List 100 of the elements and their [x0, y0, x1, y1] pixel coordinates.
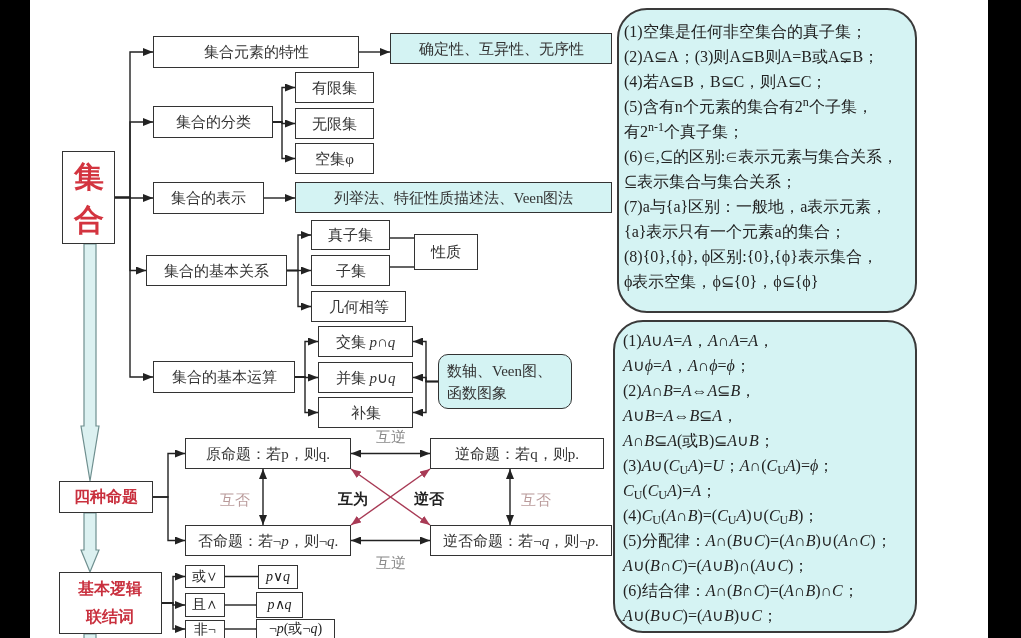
connector-line [224, 628, 257, 630]
note-line: (6)结合律：A∩(B∩C)=(A∩B)∩C； [623, 581, 859, 602]
box-label: 集合的表示 [171, 189, 246, 207]
box-label: 集合的基本关系 [164, 261, 269, 280]
box-label: 真子集 [328, 226, 373, 244]
note-line: (2)A∩B=A⇔A⊆B， [623, 381, 757, 402]
edge-label: 互否 [519, 491, 553, 509]
note-line: A∪ϕ=A，A∩ϕ=ϕ； [623, 356, 751, 377]
concept-box [153, 361, 295, 393]
double-arrow [350, 449, 431, 458]
connector-line [389, 237, 415, 239]
note-line: (6)∈,⊆的区别:∈表示元素与集合关系， [624, 147, 899, 168]
box-label: 性质 [431, 243, 461, 261]
box-label: ¬p(或¬q) [268, 621, 323, 637]
box-label: 逆命题：若q，则p. [455, 444, 579, 463]
highlight-box [295, 182, 612, 213]
concept-box [318, 326, 413, 357]
box-label: 无限集 [312, 114, 357, 133]
crossed-double-arrows [350, 468, 431, 526]
connector-line [224, 575, 259, 578]
concept-box [295, 143, 374, 174]
box-label: 集合元素的特性 [203, 43, 309, 61]
note-line: (1)空集是任何非空集合的真子集； [624, 22, 867, 43]
topic-label: 基本逻辑联结词 [77, 579, 144, 627]
arrow [294, 376, 319, 417]
concept-box [185, 438, 351, 469]
box-label: p∨q [266, 569, 290, 585]
concept-box [430, 438, 604, 469]
block-arrow [83, 633, 97, 638]
arrow [286, 269, 312, 311]
topic-label: 四种命题 [74, 487, 138, 507]
concept-box [430, 525, 612, 556]
symbol-box [185, 620, 225, 638]
note-line: A∪(B∩C)=(A∪B)∩(A∪C)； [623, 556, 810, 577]
topic-box [62, 151, 115, 244]
highlight-box [390, 33, 612, 64]
box-label: 列举法、特征性质描述法、Veen图法 [333, 188, 574, 207]
note-line: A∪B=A⇔B⊆A， [623, 406, 738, 426]
box-label: 交集 p∩q [335, 332, 396, 351]
box-label: 几何相等 [328, 297, 389, 316]
block-arrow [80, 243, 100, 482]
box-label: 子集 [335, 261, 366, 280]
arrow [161, 602, 186, 633]
edge-label: 互逆 [373, 428, 408, 445]
box-label: 补集 [350, 403, 381, 422]
connector-line [224, 604, 257, 606]
note-line: C$_{U}$(C$_{U}$A)=A； [623, 481, 717, 503]
note-line: ϕ表示空集，ϕ⊆{0}，ϕ⊆{ϕ} [624, 272, 819, 293]
note-line: (4)C$_{U}$(A∩B)=(C$_{U}$A)∪(C$_{U}$B)； [623, 506, 820, 528]
concept-box [153, 106, 273, 138]
note-line: (5)分配律：A∩(B∪C)=(A∩B)∪(A∩C)； [623, 531, 892, 552]
box-label: 原命题：若p，则q. [206, 444, 330, 463]
box-label: 有限集 [312, 78, 357, 97]
note-line: (8){0},{ϕ}, ϕ区别:{0},{ϕ}表示集合， [624, 247, 878, 268]
box-label: 或∨ [192, 568, 218, 585]
note-line: (2)A⊆A；(3)则A⊆B则A=B或A⊊B； [624, 47, 880, 68]
concept-box [311, 220, 390, 250]
note-line: (5)含有n个元素的集合有2$^{n}$个子集， [624, 94, 873, 118]
topic-box [59, 481, 153, 513]
arrow [114, 196, 154, 381]
concept-box [318, 362, 413, 393]
double-arrow [350, 536, 431, 545]
symbol-box [185, 593, 225, 617]
concept-box [153, 36, 359, 68]
box-label: 集合的分类 [175, 113, 251, 131]
concept-box [153, 182, 264, 214]
cross-label: 互为 [338, 490, 368, 508]
topic-box [59, 572, 162, 634]
box-label: 空集φ [315, 149, 354, 168]
box-label: 否命题：若¬p，则¬q. [197, 531, 339, 550]
note-panel [613, 320, 917, 633]
block-arrow [80, 512, 100, 574]
concept-box [295, 72, 374, 103]
double-arrow [259, 468, 267, 526]
symbol-box [256, 592, 303, 618]
connector-line [389, 266, 415, 268]
concept-box [311, 255, 390, 286]
concept-box [295, 108, 374, 139]
note-bubble [438, 354, 572, 409]
box-label: 且∧ [192, 597, 218, 613]
note-line: {a}表示只有一个元素a的集合； [624, 222, 846, 242]
note-line: 有2$^{n-1}$个真子集； [624, 119, 744, 142]
note-line: (4)若A⊆B，B⊆C，则A⊆C； [624, 72, 828, 93]
note-line: (1)A∪A=A，A∩A=A， [623, 331, 774, 352]
symbol-box [258, 565, 298, 589]
box-label: 并集 p∪q [335, 368, 396, 387]
arrow [412, 380, 439, 417]
concept-box [311, 291, 406, 322]
concept-box [414, 234, 478, 270]
box-label: 集合的基本运算 [171, 368, 277, 386]
edge-label: 互否 [218, 491, 252, 509]
note-line: ⊆表示集合与集合关系； [624, 172, 797, 192]
note-line: A∪(B∪C)=(A∪B)∪C； [623, 606, 778, 627]
edge-label: 互逆 [373, 554, 408, 571]
arrow [272, 121, 296, 163]
concept-box [146, 255, 287, 286]
note-line: (7)a与{a}区别：一般地，a表示元素， [624, 197, 888, 218]
arrow [358, 48, 391, 56]
box-label: p∧q [267, 597, 292, 613]
concept-box [185, 525, 351, 556]
